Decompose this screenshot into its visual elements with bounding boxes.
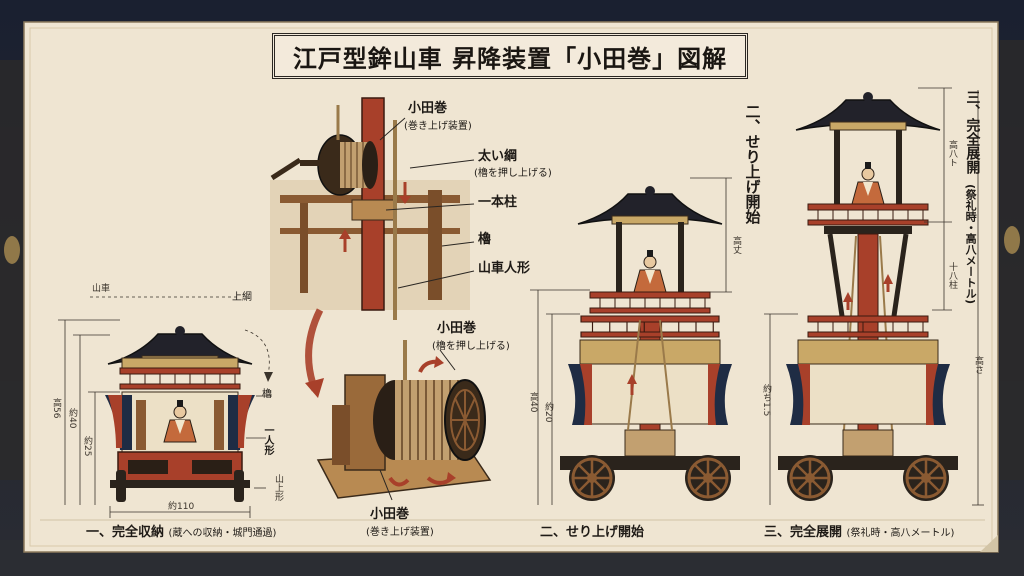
label-doll-stage1: 一人形 (262, 425, 273, 455)
label-odamaki-bottom-sub: (巻き上げ装置) (366, 527, 434, 538)
caption-stage2: 二、せり上げ開始 (540, 525, 645, 540)
caption-stage3-sub: (祭礼時・高八メートル) (846, 528, 955, 539)
label-pillar: 一本柱 (478, 195, 518, 210)
dim-stage2-lower: 約20 (543, 402, 553, 423)
dim-stage3-lower: 約ち1.5 (761, 384, 771, 417)
float-stage3 (764, 87, 984, 506)
label-dashi: 山車 (92, 284, 111, 294)
stage3-vertical-sub: (祭礼時・高八メートル) (964, 184, 978, 305)
dim-stage3-mid: 十八柱 (947, 262, 957, 289)
float-stage1 (58, 296, 273, 518)
title-frame: 江戸型鉾山車 昇降装置「小田巻」図解 (272, 33, 748, 79)
label-rope-sub: (櫓を押し上げる) (474, 168, 552, 179)
float-stage2 (530, 177, 740, 505)
dim-stage1-lower: 約25 (82, 436, 92, 457)
dim-stage3-total: 高さ (973, 356, 983, 374)
label-odamaki-top: 小田巻 (408, 101, 448, 116)
label-upper-rope: 上綱 (232, 292, 252, 303)
caption-stage3-main: 三、完全展開 (764, 525, 843, 540)
label-yagura-detail: 櫓 (478, 232, 492, 247)
stage2-vertical-title: 二、せり上げ開始 (743, 104, 762, 224)
label-odamaki-bottom: 小田巻 (370, 507, 410, 522)
label-odamaki-mid-sub: (櫓を押し上げる) (432, 341, 510, 352)
label-yagura-stage1: 櫓 (262, 389, 272, 400)
dim-stage2-rise: 高丈 (731, 236, 741, 254)
caption-stage1-sub: (蔵への収納・城門通過) (168, 528, 277, 539)
page-title: 江戸型鉾山車 昇降装置「小田巻」図解 (292, 44, 728, 73)
caption-stage3: 三、完全展開 (祭礼時・高八メートル) (764, 525, 955, 541)
stage3-vertical-title: 三、完全展開 (964, 90, 981, 174)
caption-stage1: 一、完全収納 (蔵への収納・城門通過) (86, 525, 277, 541)
dim-stage1-total: 高56 (51, 398, 61, 419)
dim-stage1-body: 約40 (67, 408, 77, 429)
label-rope: 太い綱 (478, 149, 518, 164)
label-odamaki-top-sub: (巻き上げ装置) (404, 121, 472, 132)
detail-lower-drum (316, 340, 492, 501)
dim-stage2-total: 高40 (528, 392, 538, 413)
dim-stage3-top: 高八ト (947, 140, 957, 167)
caption-stage1-main: 一、完全収納 (86, 525, 165, 540)
detail-upper-mechanism (270, 97, 475, 398)
dim-stage1-width: 約110 (168, 502, 195, 512)
label-doll: 山車人形 (478, 261, 531, 276)
label-odamaki-mid: 小田巻 (437, 321, 477, 336)
label-base-stage1: 山上形 (273, 474, 283, 501)
